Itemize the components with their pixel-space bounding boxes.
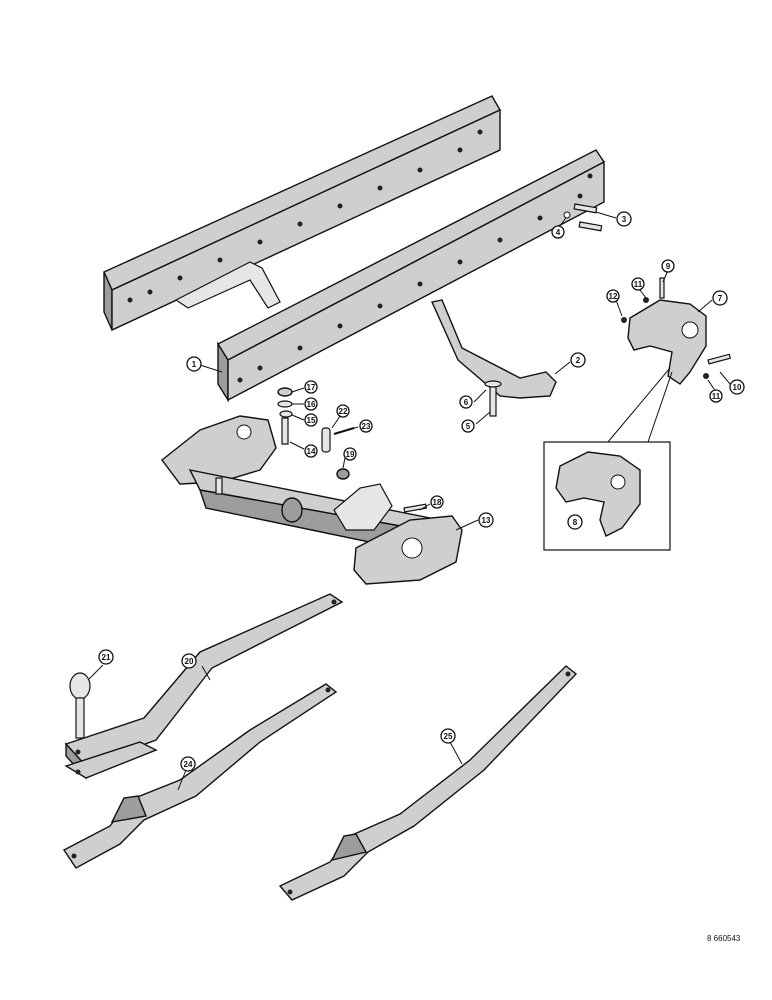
callout-23: 23 <box>359 419 373 433</box>
frame-rails <box>103 95 606 403</box>
callout-15: 15 <box>304 413 318 427</box>
callout-25: 25 <box>440 728 456 744</box>
callout-5: 5 <box>461 419 475 433</box>
svg-text:13: 13 <box>482 516 491 525</box>
svg-text:2: 2 <box>576 356 581 365</box>
bolts-3 <box>563 203 603 232</box>
svg-text:11: 11 <box>634 280 643 289</box>
callout-17: 17 <box>304 380 318 394</box>
svg-text:7: 7 <box>718 294 723 303</box>
rail-holes <box>127 129 593 383</box>
svg-text:12: 12 <box>609 292 618 301</box>
bracket-2 <box>431 299 557 417</box>
svg-text:22: 22 <box>339 407 348 416</box>
callout-22: 22 <box>336 404 350 418</box>
inset-box <box>543 367 673 551</box>
svg-text:21: 21 <box>102 653 111 662</box>
svg-text:17: 17 <box>307 383 316 392</box>
drawing-reference-number: 8 660543 <box>707 934 741 943</box>
drawbar-25 <box>278 665 578 901</box>
callout-2: 2 <box>570 352 586 368</box>
callout-8-inset: 8 <box>567 514 583 530</box>
svg-text:16: 16 <box>307 400 316 409</box>
svg-text:3: 3 <box>622 215 627 224</box>
svg-text:14: 14 <box>307 447 316 456</box>
callout-20: 20 <box>181 653 197 669</box>
hardware-14-23 <box>277 387 355 480</box>
callout-24: 24 <box>180 756 196 772</box>
callout-3: 3 <box>616 211 632 227</box>
callout-6: 6 <box>459 395 473 409</box>
callout-14: 14 <box>304 444 318 458</box>
callout-9: 9 <box>661 259 675 273</box>
axle-support-13 <box>161 415 463 585</box>
drawbar-24 <box>62 683 338 869</box>
svg-text:1: 1 <box>192 360 197 369</box>
callout-10: 10 <box>729 379 745 395</box>
svg-text:4: 4 <box>556 228 561 237</box>
svg-text:15: 15 <box>307 416 316 425</box>
svg-text:19: 19 <box>346 450 355 459</box>
svg-text:18: 18 <box>433 498 442 507</box>
callout-4: 4 <box>551 225 565 239</box>
svg-text:20: 20 <box>185 657 194 666</box>
svg-text:24: 24 <box>184 760 193 769</box>
svg-text:11: 11 <box>712 392 721 401</box>
callout-1: 1 <box>186 356 202 372</box>
callout-12: 12 <box>606 289 620 303</box>
callouts: 1 2 3 4 5 6 7 9 10 11 11 12 13 14 15 16 … <box>98 211 745 772</box>
bracket-7 <box>621 277 732 385</box>
callout-19: 19 <box>343 447 357 461</box>
svg-text:23: 23 <box>362 422 371 431</box>
callout-21: 21 <box>98 649 114 665</box>
callout-13: 13 <box>478 512 494 528</box>
svg-text:25: 25 <box>444 732 453 741</box>
callout-7: 7 <box>712 290 728 306</box>
drawbar-20 <box>64 593 344 780</box>
svg-text:10: 10 <box>733 383 742 392</box>
callout-11b: 11 <box>709 389 723 403</box>
callout-18: 18 <box>430 495 444 509</box>
svg-text:8: 8 <box>573 518 578 527</box>
callout-11a: 11 <box>631 277 645 291</box>
callout-16: 16 <box>304 397 318 411</box>
svg-text:5: 5 <box>466 422 471 431</box>
svg-text:9: 9 <box>666 262 671 271</box>
leader-lines <box>87 211 731 791</box>
svg-text:6: 6 <box>464 398 469 407</box>
